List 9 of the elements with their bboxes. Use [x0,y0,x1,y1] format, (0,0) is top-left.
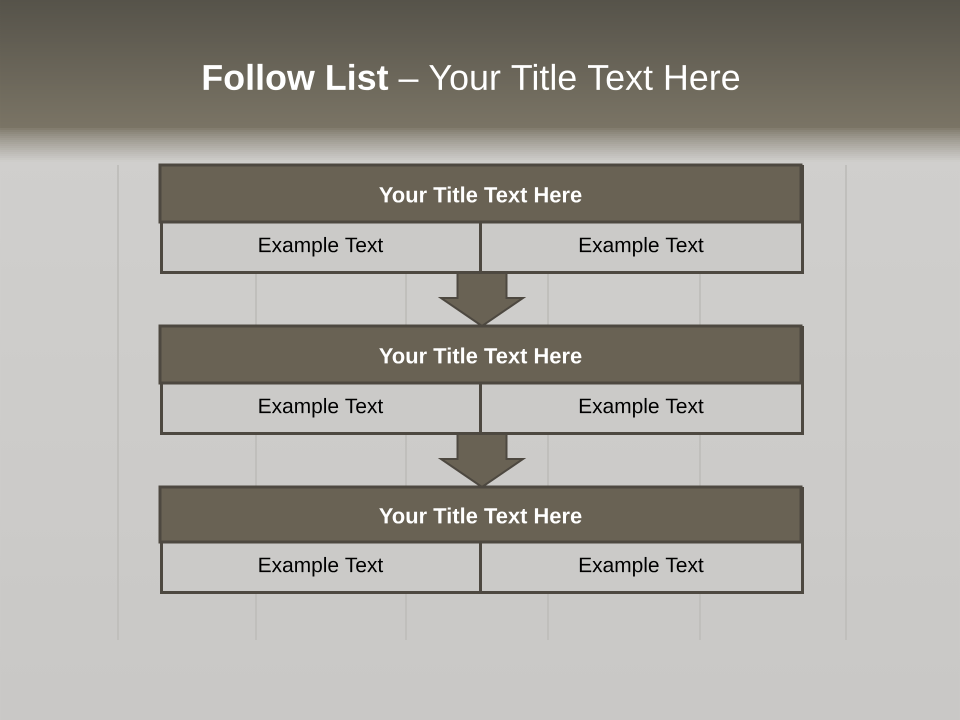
item-text: Example Text [259,556,384,576]
slide-title: Follow List – Your Title Text Here [204,64,740,90]
block-arrow [438,272,526,328]
item-text: Example Text [580,398,704,418]
item-text: Example Text [259,398,384,418]
item-text: Example Text [580,236,704,256]
item-text: Example Text [580,556,704,576]
block-arrow [438,434,526,488]
item-text: Example Text [259,236,384,256]
